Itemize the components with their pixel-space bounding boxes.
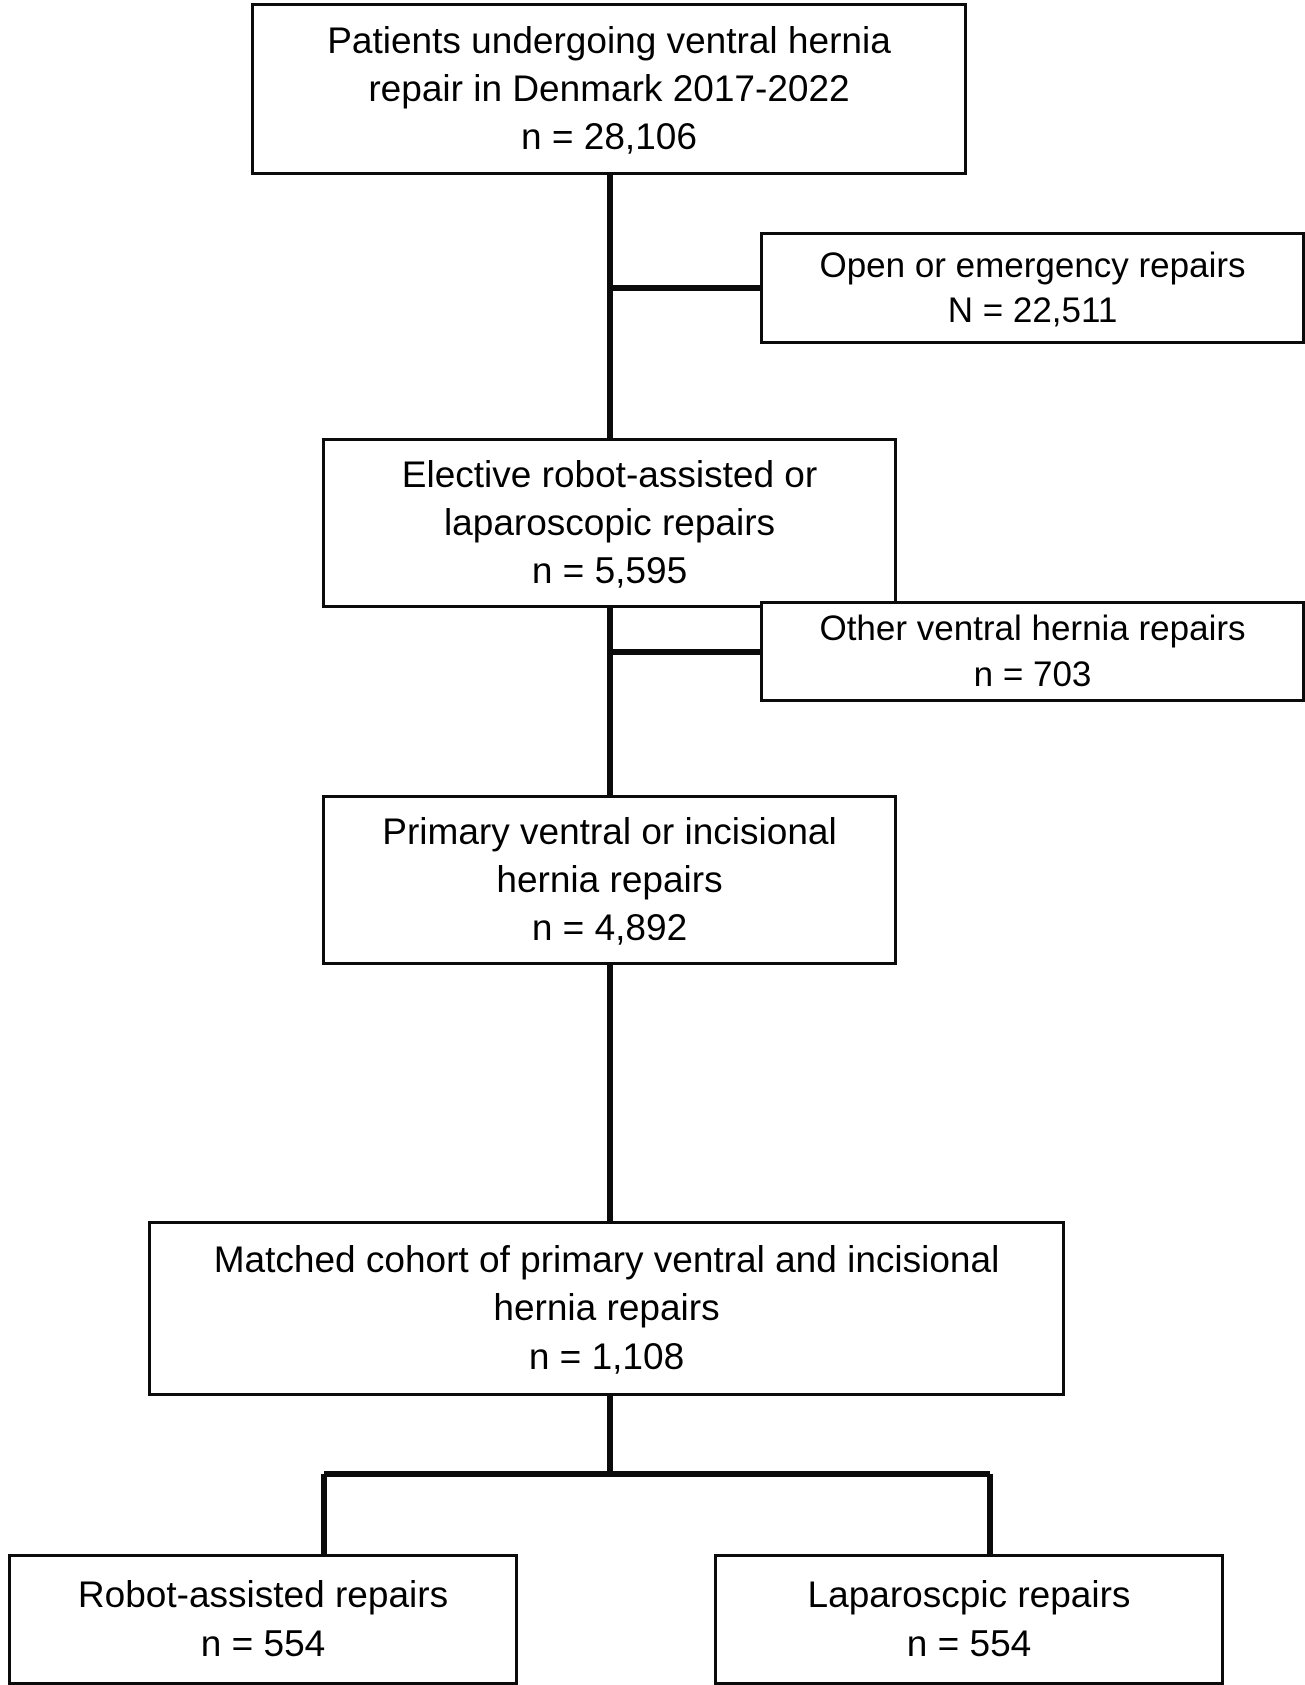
node-matched-cohort: Matched cohort of primary ventral and in… [148,1221,1065,1396]
node-matched-line1: Matched cohort of primary ventral and in… [213,1239,1000,1281]
node-robot-line1: Robot-assisted repairs [77,1574,449,1616]
node-robot-assisted-repairs: Robot-assisted repairs n = 554 [8,1554,518,1685]
node-total-line2: repair in Denmark 2017-2022 [368,67,850,109]
node-elective-line2: laparoscopic repairs [443,501,776,543]
node-excluded-open-count: N = 22,511 [947,291,1118,330]
node-excluded-open-emergency: Open or emergency repairs N = 22,511 [760,232,1305,344]
node-robot-count: n = 554 [200,1622,326,1664]
node-primary-count: n = 4,892 [531,907,688,949]
node-laparoscopic-line1: Laparoscpic repairs [807,1574,1131,1616]
node-elective-line1: Elective robot-assisted or [401,453,818,495]
node-total-line1: Patients undergoing ventral hernia [327,19,891,61]
node-excluded-other-repairs: Other ventral hernia repairs n = 703 [760,601,1305,702]
node-primary-line1: Primary ventral or incisional [382,810,837,852]
node-excluded-other-line1: Other ventral hernia repairs [819,609,1246,648]
node-primary-line2: hernia repairs [496,858,723,900]
node-elective-count: n = 5,595 [531,550,688,592]
node-matched-line2: hernia repairs [493,1287,720,1329]
node-total-patients: Patients undergoing ventral hernia repai… [251,3,967,175]
node-excluded-open-line1: Open or emergency repairs [819,245,1246,285]
node-matched-count: n = 1,108 [528,1335,685,1377]
node-elective-repairs: Elective robot-assisted or laparoscopic … [322,438,897,608]
node-laparoscopic-count: n = 554 [906,1622,1032,1664]
node-total-count: n = 28,106 [521,116,697,158]
node-excluded-other-count: n = 703 [973,654,1092,694]
node-laparoscopic-repairs: Laparoscpic repairs n = 554 [714,1554,1224,1685]
node-primary-incisional-repairs: Primary ventral or incisional hernia rep… [322,795,897,965]
